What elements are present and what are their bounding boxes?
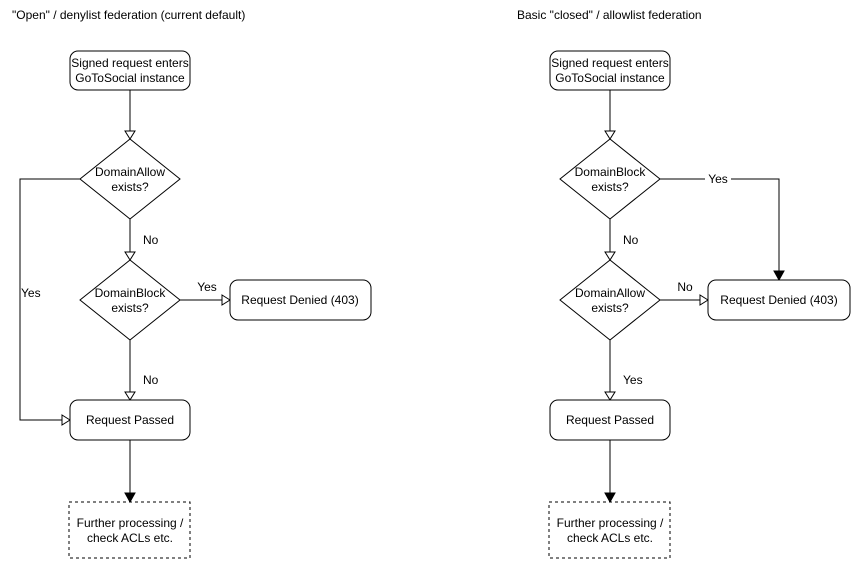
left-start-node: Signed request enters GoToSocial instanc… [69, 50, 191, 91]
right-decision-domainblock: DomainBlock exists? [559, 138, 661, 220]
right-edge-block-yes-label: Yes [708, 172, 728, 186]
right-domainallow-label-line2: exists? [591, 301, 629, 315]
left-further-label-line1: Further processing / [77, 516, 184, 530]
left-edge-allow-yes [19, 178, 80, 421]
left-domainblock-label-line2: exists? [111, 301, 149, 315]
arrowhead-hollow-right-icon [61, 414, 71, 426]
arrowhead-hollow-down-icon [124, 251, 136, 261]
right-flowchart: Basic "closed" / allowlist federation Si… [517, 8, 851, 559]
right-edge-block-yes [660, 178, 780, 271]
left-start-label-line2: GoToSocial instance [75, 71, 185, 85]
right-domainallow-diamond [559, 259, 661, 341]
left-denied-label: Request Denied (403) [241, 293, 358, 307]
right-edge-allow-yes-label: Yes [623, 373, 643, 387]
right-domainblock-diamond [559, 138, 661, 220]
left-domainallow-label-line1: DomainAllow [95, 165, 165, 179]
right-start-label-line2: GoToSocial instance [555, 71, 665, 85]
right-denied-label: Request Denied (403) [720, 293, 837, 307]
right-further-label-line2: check ACLs etc. [567, 531, 653, 545]
right-edge-block-yes-label-bg [705, 172, 731, 185]
left-title: "Open" / denylist federation (current de… [12, 8, 245, 22]
right-edge-block-no-label: No [623, 233, 639, 247]
right-domainblock-label-line2: exists? [591, 180, 629, 194]
right-start-label-line1: Signed request enters [551, 56, 668, 70]
arrowhead-hollow-down-icon [604, 391, 616, 401]
left-further-box [68, 501, 191, 559]
left-edge-block-no-label: No [143, 373, 159, 387]
left-decision-domainallow: DomainAllow exists? [79, 138, 181, 220]
left-denied-box [229, 279, 372, 321]
right-further-label-line1: Further processing / [557, 516, 664, 530]
left-edge-allow-yes-label: Yes [21, 286, 41, 300]
left-edge-block-yes-label: Yes [197, 280, 217, 294]
left-denied-node: Request Denied (403) [229, 279, 372, 321]
arrowhead-hollow-down-icon [124, 391, 136, 401]
arrowhead-hollow-down-icon [604, 130, 616, 140]
right-domainblock-label-line1: DomainBlock [575, 165, 647, 179]
left-start-label-line1: Signed request enters [71, 56, 188, 70]
right-edge-allow-no-label: No [677, 280, 693, 294]
right-title: Basic "closed" / allowlist federation [517, 8, 702, 22]
right-further-node: Further processing / check ACLs etc. [548, 501, 671, 559]
left-passed-node: Request Passed [69, 399, 191, 441]
arrowhead-solid-down-icon [124, 492, 136, 504]
arrowhead-hollow-down-icon [124, 130, 136, 140]
left-edge-allow-no-label: No [143, 233, 159, 247]
arrowhead-hollow-right-icon [699, 294, 709, 306]
left-decision-domainblock: DomainBlock exists? [79, 259, 181, 341]
right-denied-box [707, 279, 851, 321]
left-domainallow-diamond [79, 138, 181, 220]
left-further-label-line2: check ACLs etc. [87, 531, 173, 545]
arrowhead-solid-down-icon [773, 270, 785, 282]
left-further-node: Further processing / check ACLs etc. [68, 501, 191, 559]
right-domainallow-label-line1: DomainAllow [575, 286, 645, 300]
right-start-node: Signed request enters GoToSocial instanc… [549, 50, 671, 91]
right-passed-label: Request Passed [566, 413, 654, 427]
left-passed-label: Request Passed [86, 413, 174, 427]
arrowhead-hollow-down-icon [604, 251, 616, 261]
left-domainallow-label-line2: exists? [111, 180, 149, 194]
left-domainblock-label-line1: DomainBlock [95, 286, 167, 300]
arrowhead-solid-down-icon [604, 492, 616, 504]
right-passed-node: Request Passed [549, 399, 671, 441]
left-domainblock-diamond [79, 259, 181, 341]
arrowhead-hollow-right-icon [221, 294, 231, 306]
right-denied-node: Request Denied (403) [707, 279, 851, 321]
right-further-box [548, 501, 671, 559]
left-flowchart: "Open" / denylist federation (current de… [12, 8, 372, 559]
right-decision-domainallow: DomainAllow exists? [559, 259, 661, 341]
